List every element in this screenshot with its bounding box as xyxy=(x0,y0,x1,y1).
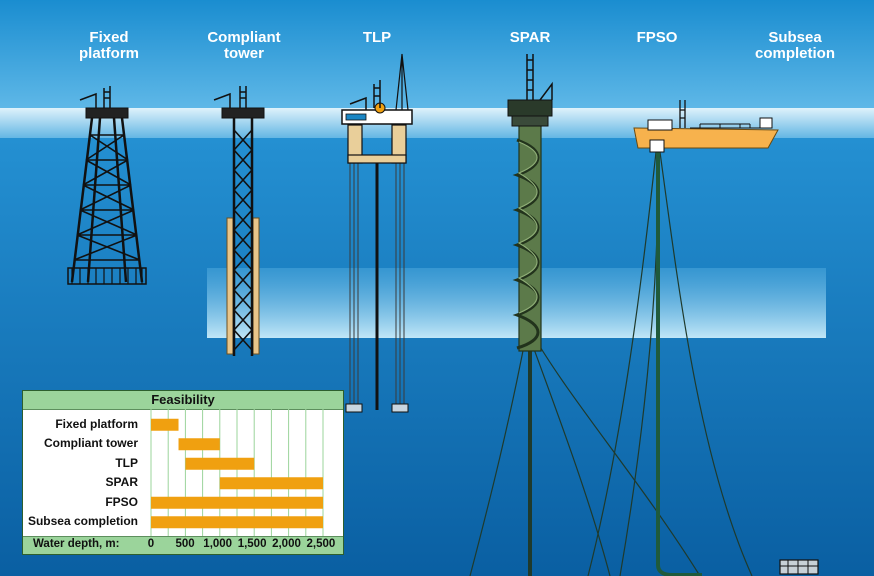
bar-fpso xyxy=(151,496,323,509)
fpso xyxy=(587,100,779,576)
bar-fixed-platform xyxy=(151,418,179,431)
bar-compliant-tower xyxy=(178,438,220,451)
subsea-completion xyxy=(779,559,819,575)
tlp xyxy=(341,53,413,413)
label-subsea-completion: Subsea completion xyxy=(754,29,835,62)
row-label: SPAR xyxy=(105,475,138,490)
x-tick-label: 1,500 xyxy=(237,538,267,550)
bar-tlp xyxy=(185,457,255,470)
bar-subsea-completion xyxy=(151,516,323,529)
x-tick-label: 0 xyxy=(147,538,155,550)
feasibility-plot xyxy=(150,409,324,537)
label-fpso: FPSO xyxy=(636,29,678,46)
bar-spar xyxy=(219,477,323,490)
x-axis-label: Water depth, m: xyxy=(33,538,120,550)
x-tick-label: 2,500 xyxy=(306,538,336,550)
x-tick-label: 500 xyxy=(175,538,195,550)
x-axis: Water depth, m: 0 500 1,000 1,500 2,000 2,500 xyxy=(23,536,343,554)
row-label: Compliant tower xyxy=(43,436,138,451)
compliant-tower xyxy=(213,86,265,356)
label-fixed-platform: Fixed platform xyxy=(79,29,139,62)
depth-band xyxy=(207,268,826,338)
label-tlp: TLP xyxy=(362,29,392,46)
fixed-platform xyxy=(67,86,147,285)
x-tick-label: 1,000 xyxy=(203,538,233,550)
chart-title: Feasibility xyxy=(23,391,343,410)
spar xyxy=(469,54,701,576)
row-label: FPSO xyxy=(105,494,138,509)
row-label: Subsea completion xyxy=(27,514,138,529)
row-label: Fixed platform xyxy=(55,416,138,431)
label-spar: SPAR xyxy=(509,29,551,46)
row-label: TLP xyxy=(115,455,138,470)
x-tick-label: 2,000 xyxy=(272,538,301,550)
label-compliant-tower: Compliant tower xyxy=(207,29,281,62)
